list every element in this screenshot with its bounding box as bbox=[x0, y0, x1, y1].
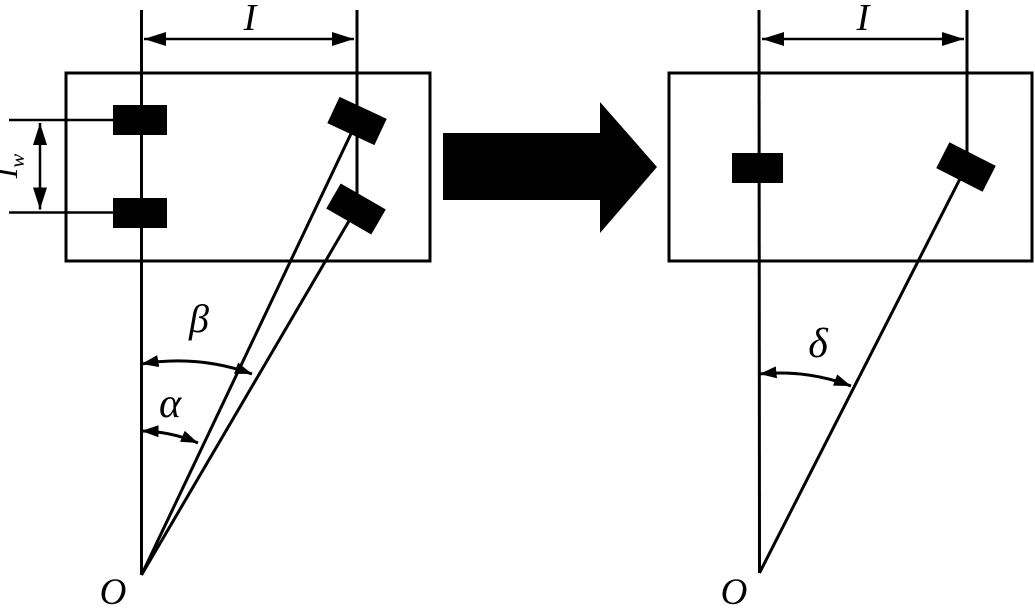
transformation-right-arrow-icon bbox=[443, 102, 657, 233]
ackermann-diagram: I Iw β α O bbox=[0, 0, 432, 608]
front-outer-steered-wheel bbox=[327, 96, 387, 146]
steer-angle-label: δ bbox=[808, 321, 829, 367]
bicycle-model-diagram: I δ O bbox=[667, 0, 1034, 608]
track-label-base: I bbox=[0, 166, 24, 179]
beta-angle-arc bbox=[141, 355, 253, 376]
turn-center-label-right: O bbox=[721, 572, 748, 608]
track-label: Iw bbox=[0, 154, 29, 180]
rear-wheel bbox=[732, 153, 783, 183]
inner-steer-angle-label: β bbox=[188, 296, 209, 341]
delta-angle-arc bbox=[759, 366, 852, 388]
wheelbase-label: I bbox=[243, 0, 259, 39]
turn-center-label-left: O bbox=[100, 572, 127, 608]
inner-wheel-radius-line bbox=[140, 208, 358, 576]
outer-wheel-radius-line bbox=[140, 120, 359, 576]
wheelbase-label-right: I bbox=[856, 0, 872, 39]
vehicle-body-outline-right bbox=[667, 71, 1034, 263]
steer-radius-line bbox=[758, 166, 968, 574]
alpha-angle-arc bbox=[141, 425, 199, 445]
track-label-subscript: w bbox=[5, 154, 29, 168]
outer-steer-angle-label: α bbox=[159, 381, 182, 427]
rear-right-wheel bbox=[113, 198, 167, 228]
front-steered-wheel bbox=[936, 142, 996, 192]
front-inner-steered-wheel bbox=[326, 183, 386, 235]
vehicle-body-outline bbox=[64, 71, 432, 263]
rear-left-wheel bbox=[113, 105, 167, 135]
rear-axle-line-right bbox=[757, 9, 761, 574]
